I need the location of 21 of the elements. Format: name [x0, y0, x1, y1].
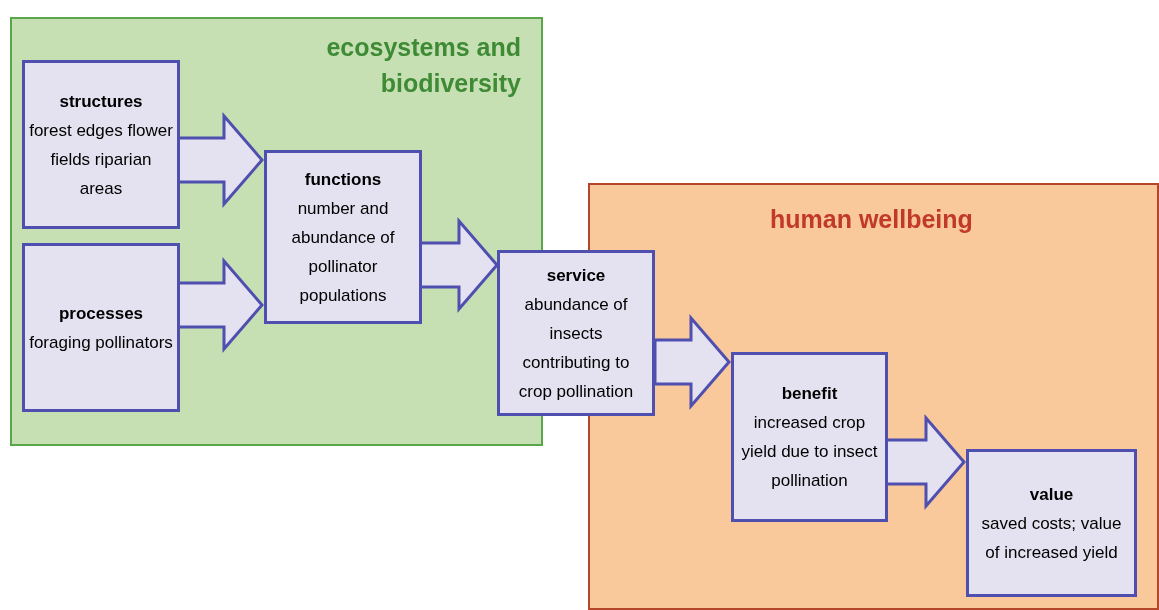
box-heading: service [545, 264, 607, 287]
box-heading: value [1028, 483, 1075, 506]
box-heading: benefit [780, 383, 839, 405]
box-text: saved costs; value of increased yield [980, 512, 1123, 564]
block-arrow [653, 313, 731, 411]
box-text: foraging pollinators [28, 331, 174, 354]
box-text: forest edges flower fields riparian areas [28, 119, 174, 200]
box-text: increased crop yield due to insect pollination [740, 412, 879, 492]
box-text: number and abundance of pollinator populations [290, 197, 396, 307]
box-heading: structures [58, 90, 144, 113]
box-heading: processes [57, 302, 145, 325]
process-box [22, 60, 180, 229]
process-box [22, 243, 180, 412]
process-box [497, 250, 655, 416]
process-box [264, 150, 422, 324]
panel-title: human wellbeing [770, 204, 973, 235]
process-box [731, 352, 888, 522]
panel-title: ecosystems and biodiversity [325, 32, 521, 99]
process-box [966, 449, 1137, 597]
box-text: abundance of insects contributing to crop pollination [517, 293, 635, 403]
box-heading: functions [303, 168, 383, 191]
